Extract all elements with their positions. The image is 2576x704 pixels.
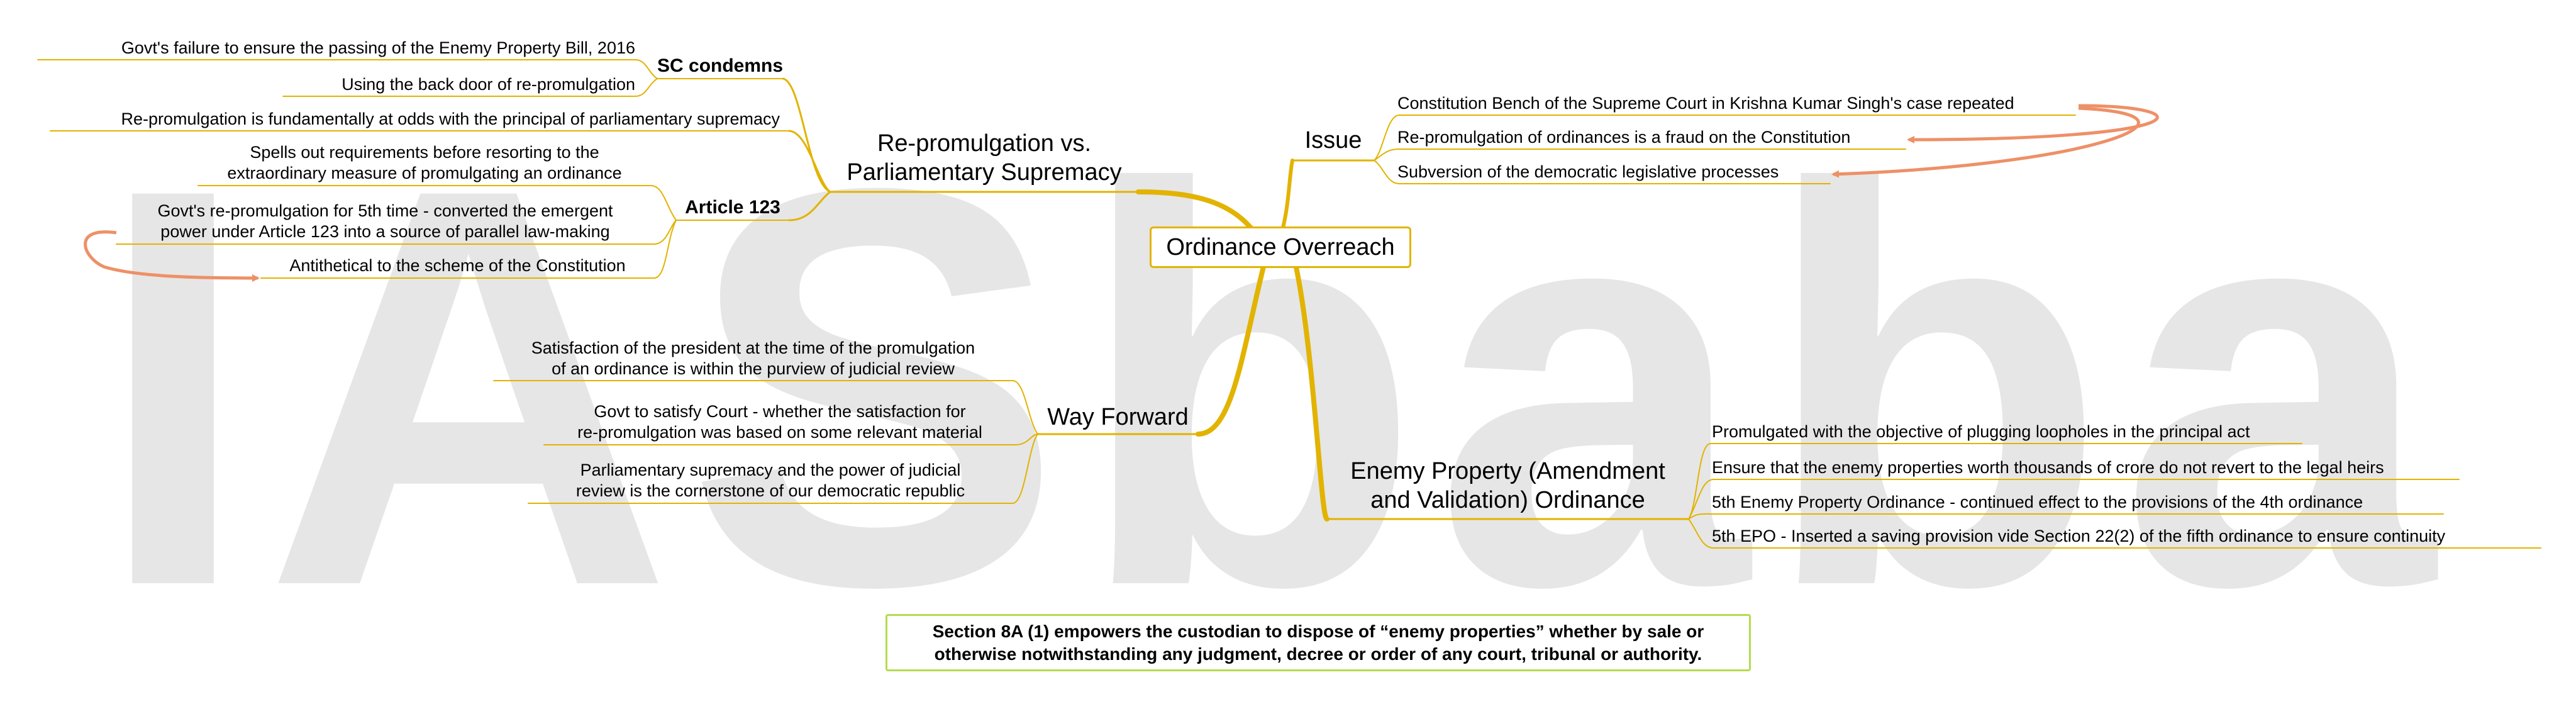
issue-item-1: Constitution Bench of the Supreme Court …	[1397, 94, 2014, 113]
enemy-item-1: Promulgated with the objective of pluggi…	[1712, 422, 2250, 441]
branch-repromulgation-line2: Parliamentary Supremacy	[847, 159, 1122, 186]
link-article-123	[788, 191, 831, 221]
article-123-item-3: Antithetical to the scheme of the Consti…	[289, 256, 626, 275]
enemy-item-2: Ensure that the enemy properties worth t…	[1712, 458, 2384, 477]
wayforward-item-3: Parliamentary supremacy and the power of…	[528, 460, 1013, 501]
wayforward-item-2: Govt to satisfy Court - whether the sati…	[544, 401, 1016, 443]
branch-repromulgation-title: Re-promulgation vs. Parliamentary Suprem…	[830, 129, 1138, 187]
enemy-item-4: 5th EPO - Inserted a saving provision vi…	[1712, 527, 2446, 545]
summary-line-2: otherwise notwithstanding any judgment, …	[934, 644, 1702, 664]
branch-enemy-line1: Enemy Property (Amendment	[1350, 458, 1665, 484]
arrow-article123-loop	[84, 230, 260, 282]
wayforward-item-1-line2: of an ordinance is within the purview of…	[552, 359, 955, 378]
branch-enemy-title: Enemy Property (Amendment and Validation…	[1327, 457, 1689, 515]
wayforward-item-2-line1: Govt to satisfy Court - whether the sati…	[594, 402, 966, 421]
article-123-item-2-line2: power under Article 123 into a source of…	[160, 222, 610, 241]
branch-issue-title: Issue	[1304, 127, 1362, 154]
issue-item-2: Re-promulgation of ordinances is a fraud…	[1397, 128, 1851, 147]
arrow-issue-subversion	[1831, 106, 2140, 178]
enemy-item-3: 5th Enemy Property Ordinance - continued…	[1712, 493, 2363, 511]
link-central-enemy	[1293, 262, 1330, 522]
wayforward-item-3-line1: Parliamentary supremacy and the power of…	[580, 461, 961, 479]
branch-enemy-line2: and Validation) Ordinance	[1370, 487, 1645, 513]
branch-wayforward-title: Way Forward	[1047, 404, 1189, 430]
sc-condemns-label: SC condemns	[657, 55, 784, 76]
article-123-item-1: Spells out requirements before resorting…	[198, 142, 651, 184]
link-direct-item	[788, 130, 831, 193]
sc-condemns-item-2: Using the back door of re-promulgation	[341, 75, 635, 94]
wayforward-item-1: Satisfaction of the president at the tim…	[494, 338, 1013, 379]
watermark-text: IASbaba	[94, 70, 2447, 703]
arrow-issue-fraud	[1907, 104, 2159, 143]
link-central-wayforward	[1196, 262, 1267, 437]
summary-box: Section 8A (1) empowers the custodian to…	[886, 614, 1751, 671]
issue-item-3: Subversion of the democratic legislative…	[1397, 162, 1779, 181]
link-sc-condemns	[782, 77, 831, 193]
article-123-item-2-line1: Govt's re-promulgation for 5th time - co…	[157, 201, 613, 220]
summary-line-1: Section 8A (1) empowers the custodian to…	[932, 621, 1704, 641]
article-123-item-1-line2: extraordinary measure of promulgating an…	[227, 164, 622, 182]
branch-repromulgation-line1: Re-promulgation vs.	[877, 130, 1092, 157]
article-123-label: Article 123	[685, 197, 780, 218]
wayforward-item-2-line2: re-promulgation was based on some releva…	[577, 423, 982, 442]
repromulgation-direct-item: Re-promulgation is fundamentally at odds…	[121, 109, 780, 128]
central-node: Ordinance Overreach	[1150, 226, 1411, 268]
wayforward-item-3-line2: review is the cornerstone of our democra…	[575, 481, 965, 500]
article-123-item-2: Govt's re-promulgation for 5th time - co…	[116, 201, 654, 242]
link-central-issue	[1281, 159, 1294, 230]
wayforward-item-1-line1: Satisfaction of the president at the tim…	[531, 338, 975, 357]
article-123-item-1-line1: Spells out requirements before resorting…	[250, 143, 599, 162]
sc-condemns-item-1: Govt's failure to ensure the passing of …	[121, 38, 635, 57]
